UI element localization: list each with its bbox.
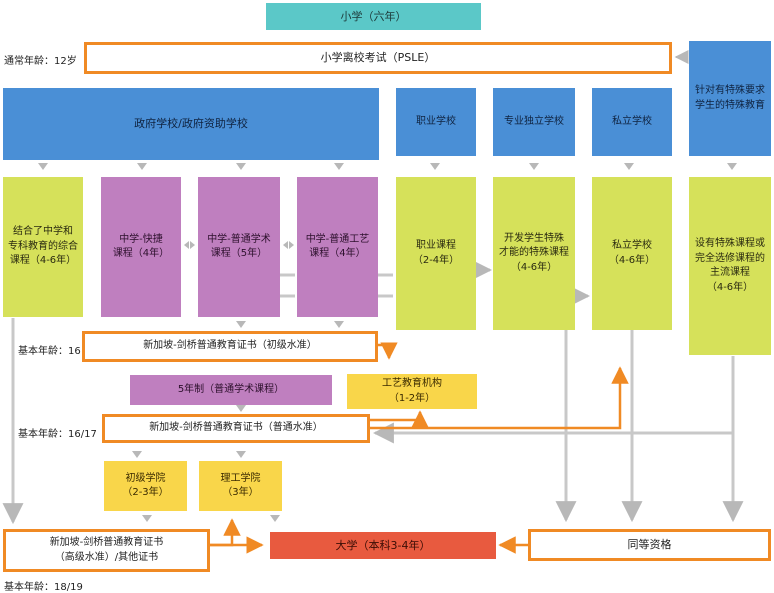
integrated-course-box: 结合了中学和 专科教育的综合 课程（4-6年） — [3, 177, 83, 317]
age-label-18-19: 基本年龄：18/19 — [4, 582, 83, 593]
vocational-schools-box: 职业学校 — [396, 88, 476, 156]
private-schools-box: 私立学校 — [592, 88, 672, 156]
age-label-12: 通常年龄：12岁 — [4, 56, 77, 67]
age-label-16: 基本年龄：16 — [18, 346, 81, 357]
school-to-course-arrows — [38, 163, 737, 170]
express-course-box: 中学-快捷 课程（4年） — [101, 177, 181, 317]
o-level-certificate-box: 新加坡-剑桥普通教育证书（普通水准） — [102, 414, 370, 443]
primary-school-box: 小学（六年） — [266, 3, 481, 30]
special-needs-box: 针对有特殊要求 学生的特殊教育 — [689, 41, 771, 156]
specialized-course-box: 开发学生特殊 才能的特殊课程 （4-6年） — [493, 177, 575, 330]
specialized-schools-box: 专业独立学校 — [493, 88, 575, 156]
age-label-16-17: 基本年龄：16/17 — [18, 429, 97, 440]
ite-box: 工艺教育机构 （1-2年） — [347, 374, 477, 409]
normal-technical-course-box: 中学-普通工艺 课程（4年） — [297, 177, 378, 317]
five-year-course-box: 5年制（普通学术课程） — [130, 375, 332, 405]
polytechnic-box: 理工学院 （3年） — [199, 461, 282, 511]
lateral-transfer-arrows — [184, 241, 294, 249]
special-course-box: 设有特殊课程或 完全选修课程的 主流课程 （4-6年） — [689, 177, 771, 355]
a-level-certificate-box: 新加坡-剑桥普通教育证书 （高级水准）/其他证书 — [3, 529, 210, 572]
normal-academic-course-box: 中学-普通学术 课程（5年） — [198, 177, 280, 317]
private-course-box: 私立学校 （4-6年） — [592, 177, 672, 330]
government-schools-box: 政府学校/政府资助学校 — [3, 88, 379, 160]
equivalent-qualification-box: 同等资格 — [528, 529, 771, 561]
junior-college-box: 初级学院 （2-3年） — [104, 461, 187, 511]
vocational-course-box: 职业课程 （2-4年） — [396, 177, 476, 330]
psle-box: 小学离校考试（PSLE） — [84, 42, 672, 74]
n-level-certificate-box: 新加坡-剑桥普通教育证书（初级水准） — [82, 331, 378, 362]
university-box: 大学（本科3-4年） — [270, 532, 496, 559]
